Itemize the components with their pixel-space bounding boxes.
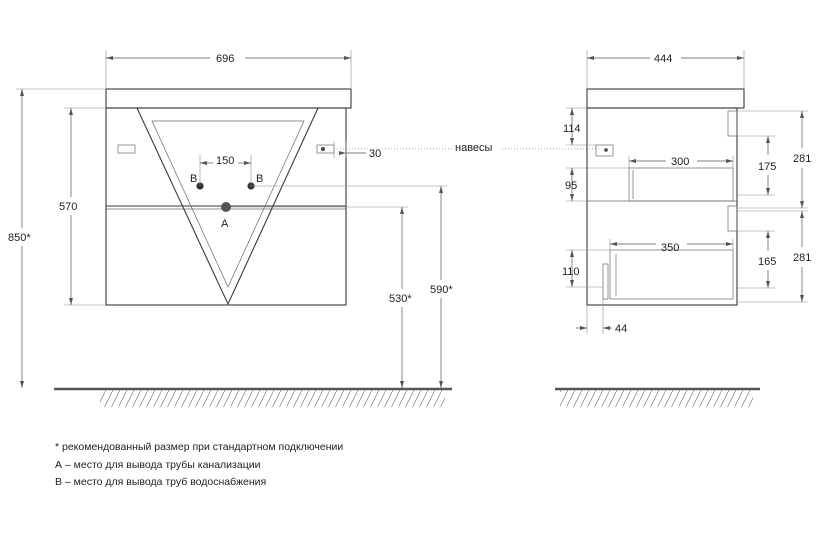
label-a: A <box>221 218 229 230</box>
side-cabinet-body <box>586 107 738 306</box>
dim-hanger-offset: 30 <box>333 141 381 160</box>
label-b-right: B <box>256 173 263 185</box>
upper-drawer-width-value: 300 <box>671 156 689 168</box>
label-b-left: B <box>190 173 197 185</box>
upper-drawer <box>628 167 734 202</box>
note-point-a: А – место для вывода трубы канализации <box>55 458 261 471</box>
upper-drawer-depth-value: 175 <box>758 161 776 173</box>
dim-front-width: 696 <box>105 50 352 89</box>
plinth-profile <box>602 263 609 300</box>
side-hanger-bracket <box>595 144 614 157</box>
dim-upper-drawer-height: 95 <box>565 167 629 202</box>
hangers-callout: навесы <box>334 142 600 154</box>
floor-front <box>54 387 452 407</box>
dim-hanger-height: 114 <box>563 107 596 146</box>
floor-side <box>555 387 760 407</box>
dim-upper-drawer-width: 300 <box>628 156 734 168</box>
dim-side-depth: 444 <box>586 50 745 89</box>
side-view <box>586 88 745 306</box>
note-point-b: В – место для вывода труб водоснабжения <box>55 476 267 488</box>
floor-side-hatch <box>560 390 753 407</box>
front-view: B B A <box>105 88 352 306</box>
total-height-value: 850* <box>8 232 31 244</box>
lower-drawer-height-value: 110 <box>562 266 580 278</box>
side-countertop <box>586 88 745 109</box>
upper-drawer-height-value: 95 <box>565 180 577 192</box>
dim-lower-drawer-width: 350 <box>609 239 734 254</box>
dim-upper-drawer-depth: 175 <box>737 135 776 196</box>
lower-drawer-depth-value: 165 <box>758 256 776 268</box>
lower-drawer <box>609 249 734 300</box>
floor-front-hatch <box>100 390 445 407</box>
note-recommended: * рекомендованный размер при стандартном… <box>55 441 344 453</box>
left-hanger-bracket <box>117 144 136 154</box>
dim-lower-drawer-depth: 165 <box>737 230 776 289</box>
dim-lower-drawer-height: 110 <box>562 249 610 288</box>
lower-drawer-width-value: 350 <box>661 242 679 254</box>
dim-supply-height: 590* <box>251 185 453 388</box>
dim-upper-section: 281 <box>737 110 811 209</box>
dim-drain-height: 530* <box>231 206 412 388</box>
front-countertop <box>105 88 352 109</box>
front-triangle-outer <box>136 107 319 306</box>
upper-front-profile <box>727 110 738 137</box>
lower-front-profile <box>727 205 738 232</box>
plinth-offset-value: 44 <box>615 323 627 335</box>
side-depth-value: 444 <box>654 53 672 65</box>
lower-section-value: 281 <box>793 252 811 264</box>
dim-total-height: 850* <box>8 88 106 388</box>
hanger-height-value: 114 <box>563 123 581 135</box>
right-hanger-hole <box>321 147 325 151</box>
upper-section-value: 281 <box>793 153 811 165</box>
front-triangle-inner <box>151 120 305 288</box>
dim-cabinet-height: 570 <box>59 107 106 306</box>
hanger-offset-value: 30 <box>369 148 381 160</box>
pipe-spacing-value: 150 <box>216 155 234 167</box>
supply-height-value: 590* <box>430 284 453 296</box>
right-hanger-bracket <box>316 144 335 154</box>
hangers-label: навесы <box>455 142 493 154</box>
front-width-value: 696 <box>216 53 234 65</box>
dim-plinth-offset: 44 <box>576 299 627 335</box>
point-a-drain <box>221 202 231 212</box>
dim-pipe-spacing: 150 <box>199 155 252 186</box>
notes: * рекомендованный размер при стандартном… <box>55 439 535 492</box>
drain-height-value: 530* <box>389 293 412 305</box>
cabinet-height-value: 570 <box>59 201 77 213</box>
dim-lower-section: 281 <box>737 210 811 303</box>
